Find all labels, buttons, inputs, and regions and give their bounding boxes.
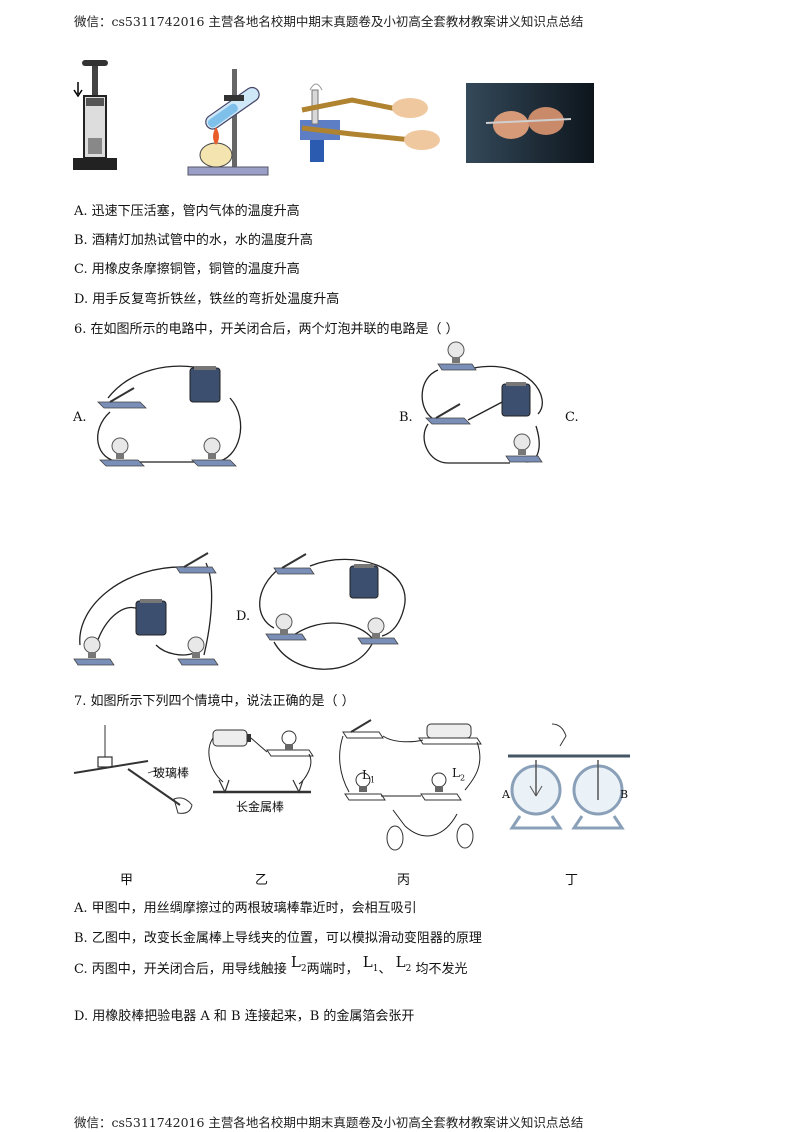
page-header: 微信：cs5311742016 主营各地名校期中期末真题卷及小初高全套教材教案讲… [74, 14, 584, 29]
q5-option-d: D. 用手反复弯折铁丝，铁丝的弯折处温度升高 [74, 292, 340, 307]
q7-label-electroscope-b: B [620, 788, 629, 801]
q6-stem: 6. 在如图所示的电路中，开关闭合后，两个灯泡并联的电路是（ ） [74, 322, 459, 337]
q6-label-a: A. [73, 410, 87, 425]
q7-figure-bing [339, 719, 482, 851]
q6-circuit-a [97, 365, 242, 467]
q7-label-electroscope-a: A [502, 788, 510, 801]
q7-figure-yi [208, 729, 314, 794]
q7-option-c: C. 丙图中，开关闭合后，用导线触接 L2两端时， L1、 L2 均不发光 [74, 953, 468, 977]
q6-circuit-c [73, 552, 219, 666]
q7-figure-jia [73, 725, 193, 814]
q6-label-b: B. [399, 410, 413, 425]
q7-long-rod-label: 长金属棒 [236, 800, 285, 814]
q6-label-c: C. [565, 410, 579, 425]
q7-glass-rod-label: 玻璃棒 [153, 766, 190, 780]
q7-label-l2: L2 [452, 766, 466, 783]
page-footer: 微信：cs5311742016 主营各地名校期中期末真题卷及小初高全套教材教案讲… [74, 1115, 584, 1130]
q6-circuit-d [259, 553, 406, 670]
q7-option-b: B. 乙图中，改变长金属棒上导线夹的位置，可以模拟滑动变阻器的原理 [74, 931, 482, 946]
q6-circuit-b [421, 341, 543, 464]
q7-label-l1: L1 [362, 768, 376, 785]
q7-option-d: D. 用橡胶棒把验电器 A 和 B 连接起来，B 的金属箔会张开 [74, 1009, 415, 1024]
q5-figure-test-tube [187, 69, 269, 176]
q7-figure-ding [508, 723, 630, 830]
caption-ding: 丁 [565, 873, 579, 888]
q5-figure-rubbing-copper [300, 83, 440, 162]
q7-stem: 7. 如图所示下列四个情境中，说法正确的是（ ） [74, 694, 355, 709]
caption-jia: 甲 [120, 873, 134, 888]
caption-yi: 乙 [255, 873, 269, 888]
q5-figure-piston [73, 60, 117, 170]
caption-bing: 丙 [397, 873, 411, 888]
q5-option-b: B. 酒精灯加热试管中的水，水的温度升高 [74, 233, 313, 248]
q7-option-a: A. 甲图中，用丝绸摩擦过的两根玻璃棒靠近时，会相互吸引 [74, 901, 417, 916]
q5-option-c: C. 用橡皮条摩擦铜管，铜管的温度升高 [74, 262, 300, 277]
q5-figure-bending-wire [466, 83, 594, 163]
q6-label-d: D. [236, 609, 251, 624]
q5-option-a: A. 迅速下压活塞，管内气体的温度升高 [74, 204, 300, 219]
